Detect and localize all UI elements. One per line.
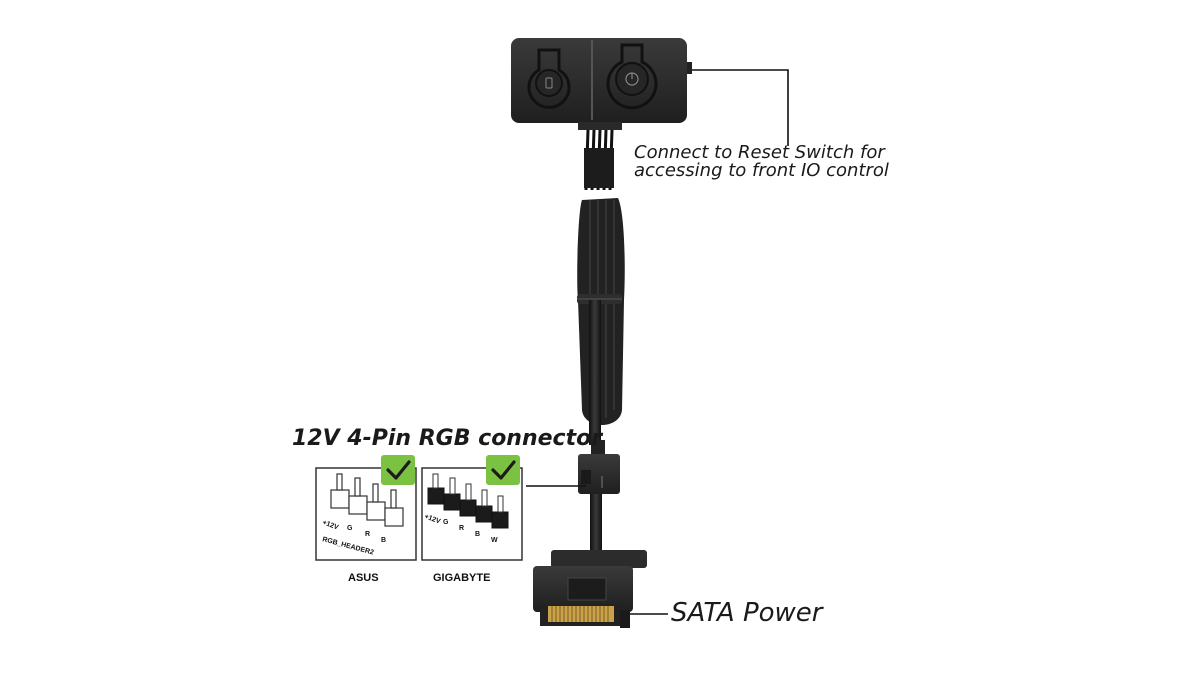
reset-callout-line-2: accessing to front IO control — [634, 160, 889, 181]
asus-header-card: +12V G R B RGB_HEADER2 — [315, 455, 417, 561]
gigabyte-pin-label-w: W — [491, 537, 498, 544]
controller-box — [511, 38, 692, 123]
sata-power-label: SATA Power — [671, 598, 823, 628]
gigabyte-pin-label-b: B — [475, 531, 480, 538]
asus-pin-label-g: G — [347, 525, 353, 532]
reset-callout-line-1: Connect to Reset Switch for — [634, 142, 885, 163]
gigabyte-header-card: +12V G R B W — [421, 455, 523, 561]
asus-pins — [330, 473, 404, 527]
leader-lines — [526, 69, 789, 615]
ribbon-cable — [577, 122, 625, 445]
rgb-plug — [578, 440, 620, 552]
gigabyte-pin-label-g: G — [443, 519, 449, 526]
asus-brand-label: ASUS — [348, 572, 379, 584]
rgb-connector-title: 12V 4-Pin RGB connector — [292, 426, 603, 451]
asus-pin-label-b: B — [381, 537, 386, 544]
reset-leader-line — [692, 69, 789, 146]
sata-pins — [548, 606, 614, 622]
gigabyte-pin-label-r: R — [459, 525, 464, 532]
reset-button-icon — [527, 48, 571, 109]
gigabyte-brand-label: GIGABYTE — [433, 572, 491, 584]
asus-pin-label-r: R — [365, 531, 370, 538]
reset-switch-callout: Connect to Reset Switch for accessing to… — [634, 144, 889, 180]
front-io-button-icon — [606, 43, 658, 110]
checkmark-icon — [486, 455, 520, 485]
gigabyte-pins — [427, 473, 509, 529]
sata-connector — [533, 550, 647, 628]
checkmark-icon — [381, 455, 415, 485]
